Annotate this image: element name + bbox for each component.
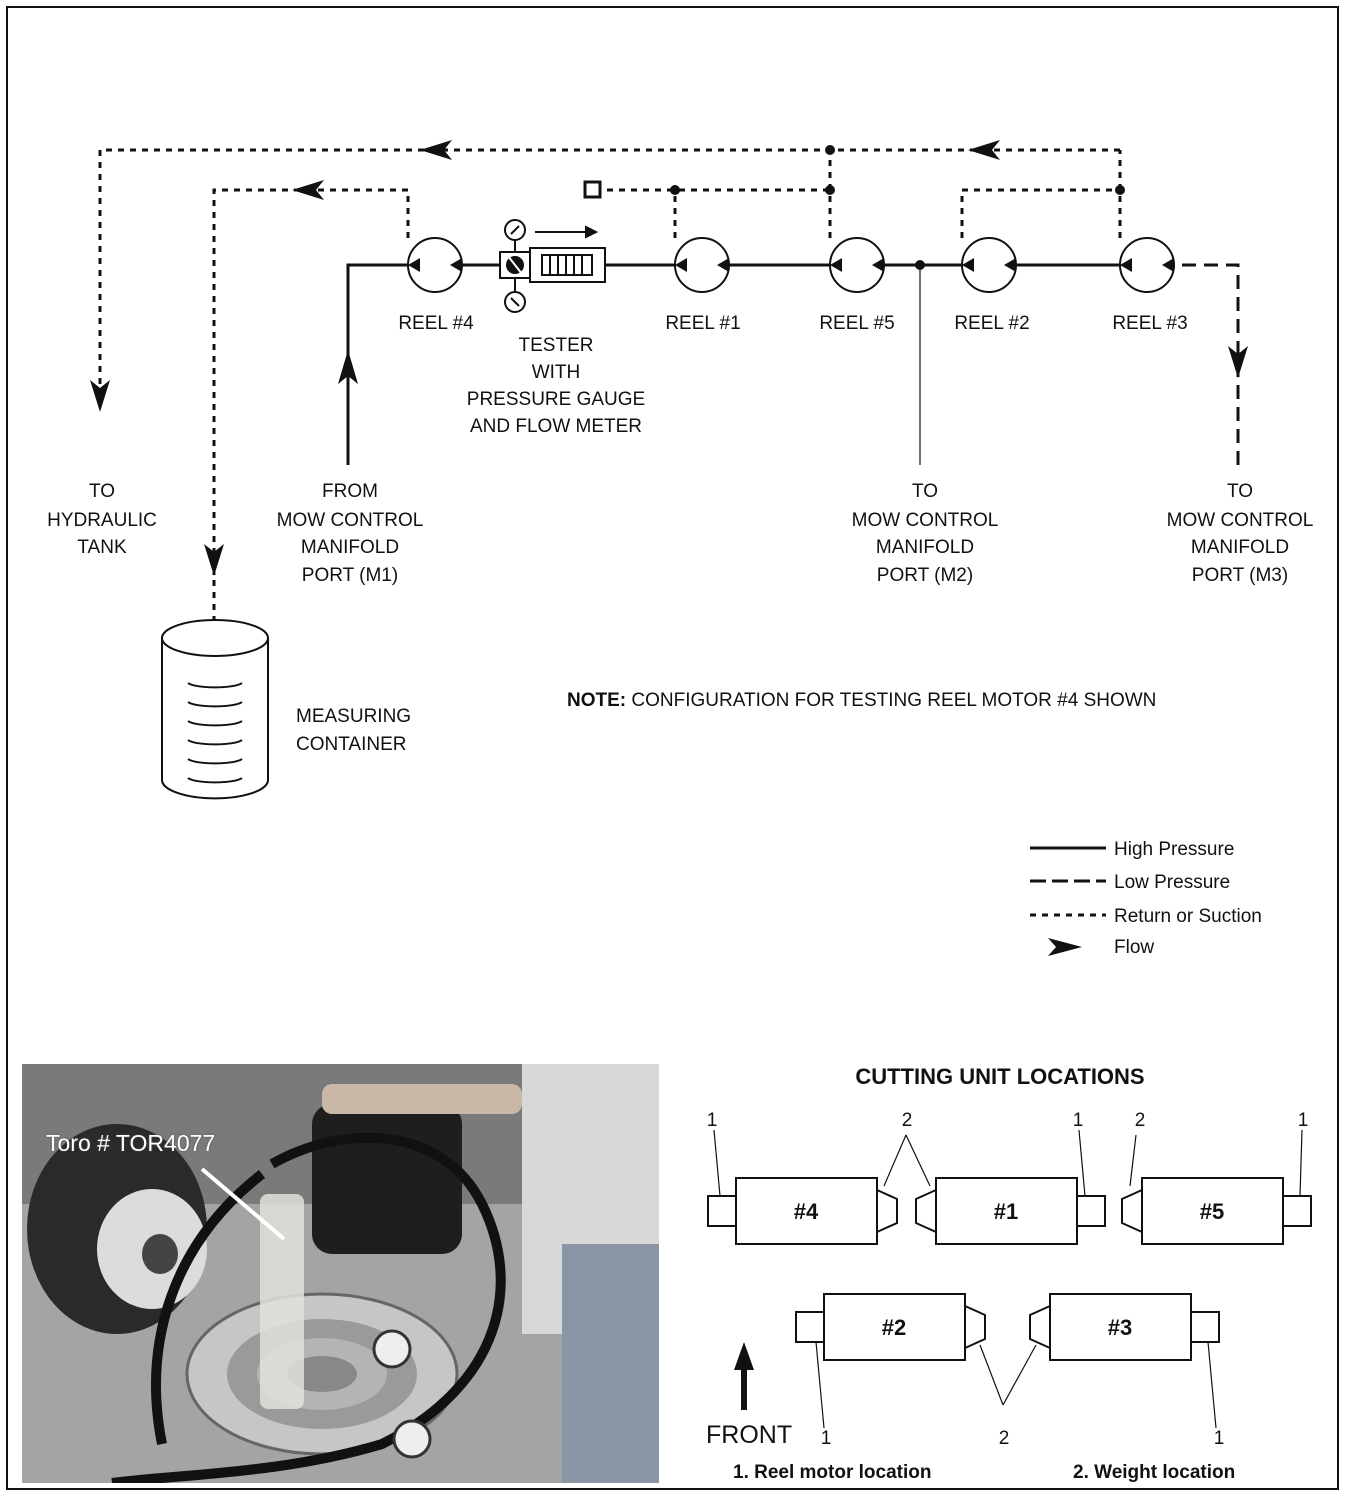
callout-1-unit-2: 1 — [821, 1428, 832, 1449]
unit-3-body — [1049, 1293, 1192, 1361]
front-label: FRONT — [706, 1421, 792, 1449]
tester-label-line-1: TESTER — [519, 335, 594, 356]
m1-label-line-3: MANIFOLD — [301, 537, 399, 558]
m1-label-line-2: MOW CONTROL — [277, 510, 424, 531]
reel-label-4: REEL #4 — [398, 313, 474, 334]
tester-photo: Toro # TOR4077 — [22, 1064, 659, 1483]
tester-label-line-4: AND FLOW METER — [470, 416, 642, 437]
legend-high-label: High Pressure — [1114, 839, 1234, 860]
tank-label-line-1: TO — [89, 481, 115, 502]
reel-label-3: REEL #3 — [1112, 313, 1187, 334]
callout-1-unit-3: 1 — [1214, 1428, 1225, 1449]
reel-motor-3 — [1119, 237, 1175, 293]
reel-label-1: REEL #1 — [665, 313, 740, 334]
note-bold: NOTE: — [567, 690, 626, 711]
unit-2-body — [823, 1293, 966, 1361]
junction-dots — [670, 145, 1125, 270]
unit-label-1: #1 — [994, 1199, 1018, 1224]
legend-flow-label: Flow — [1114, 937, 1154, 958]
tester-label-line-2: WITH — [532, 362, 581, 383]
container-label-line-2: CONTAINER — [296, 734, 406, 755]
unit-2-motor — [795, 1311, 825, 1343]
reel-motor-4 — [407, 237, 463, 293]
unit-3-weight — [1029, 1304, 1051, 1350]
reel-motor-5 — [829, 237, 885, 293]
unit-4-weight — [876, 1188, 898, 1234]
m3-label-line-2: MOW CONTROL — [1167, 510, 1314, 531]
unit-label-3: #3 — [1108, 1315, 1132, 1340]
reel-label-5: REEL #5 — [819, 313, 894, 334]
unit-5-motor — [1282, 1195, 1312, 1227]
plugged-port-icon — [583, 180, 602, 199]
tank-label-line-2: HYDRAULIC — [47, 510, 157, 531]
low-pressure-line — [1160, 263, 1240, 465]
legend-low-label: Low Pressure — [1114, 872, 1230, 893]
container-label-line-1: MEASURING — [296, 706, 411, 727]
return-lines — [98, 148, 1122, 655]
m3-label-line-4: PORT (M3) — [1192, 565, 1288, 586]
legend-return-label: Return or Suction — [1114, 906, 1262, 927]
outlet-flow-arrow — [1228, 346, 1248, 378]
page-frame — [6, 6, 1339, 1490]
m2-label-line-2: MOW CONTROL — [852, 510, 999, 531]
cutting-units-title: CUTTING UNIT LOCATIONS — [855, 1064, 1144, 1089]
legend-weight: 2. Weight location — [1073, 1462, 1235, 1483]
cutting-unit-diagram — [707, 1177, 1312, 1361]
reel-label-2: REEL #2 — [954, 313, 1029, 334]
callout-1-unit-5: 1 — [1298, 1110, 1309, 1131]
unit-4-body — [735, 1177, 878, 1245]
m1-label-line-1: FROM — [322, 481, 378, 502]
unit-5-body — [1141, 1177, 1284, 1245]
photo-caption: Toro # TOR4077 — [46, 1130, 216, 1156]
front-arrow-icon — [734, 1342, 754, 1410]
unit-5-weight — [1121, 1188, 1143, 1234]
m3-label-line-1: TO — [1227, 481, 1253, 502]
tester-label-line-3: PRESSURE GAUGE — [467, 389, 645, 410]
tank-label-line-3: TANK — [77, 537, 127, 558]
tester-photo-art — [22, 1064, 659, 1483]
legend-reel-motor: 1. Reel motor location — [733, 1462, 931, 1483]
unit-4-motor — [707, 1195, 737, 1227]
line-legend: High Pressure Low Pressure Return or Suc… — [1030, 839, 1262, 958]
callout-2-top-left: 2 — [902, 1110, 913, 1131]
reel-motor-1 — [674, 237, 730, 293]
m1-label-line-4: PORT (M1) — [302, 565, 398, 586]
config-note: NOTE: CONFIGURATION FOR TESTING REEL MOT… — [567, 690, 1156, 711]
measuring-container-icon — [161, 619, 269, 800]
unit-1-weight — [915, 1188, 937, 1234]
unit-2-weight — [964, 1304, 986, 1350]
callout-1-unit-4: 1 — [707, 1110, 718, 1131]
m2-label-line-1: TO — [912, 481, 938, 502]
unit-label-2: #2 — [882, 1315, 906, 1340]
reel-motor-2 — [961, 237, 1017, 293]
unit-label-4: #4 — [794, 1199, 819, 1224]
m3-label-line-3: MANIFOLD — [1191, 537, 1289, 558]
tester-icon — [499, 219, 606, 313]
unit-1-motor — [1076, 1195, 1106, 1227]
callout-1-unit-1: 1 — [1073, 1110, 1084, 1131]
m2-label-line-4: PORT (M2) — [877, 565, 973, 586]
callout-2-bottom: 2 — [999, 1428, 1010, 1449]
inlet-flow-arrow — [338, 350, 358, 384]
unit-3-motor — [1190, 1311, 1220, 1343]
unit-label-5: #5 — [1200, 1199, 1224, 1224]
m2-label-line-3: MANIFOLD — [876, 537, 974, 558]
callout-2-top-right: 2 — [1135, 1110, 1146, 1131]
callout-leaders — [713, 1129, 1303, 1429]
note-text: CONFIGURATION FOR TESTING REEL MOTOR #4 … — [626, 690, 1156, 711]
legend-flow-arrow-icon — [1048, 938, 1082, 956]
return-flow-arrows — [90, 140, 1000, 576]
